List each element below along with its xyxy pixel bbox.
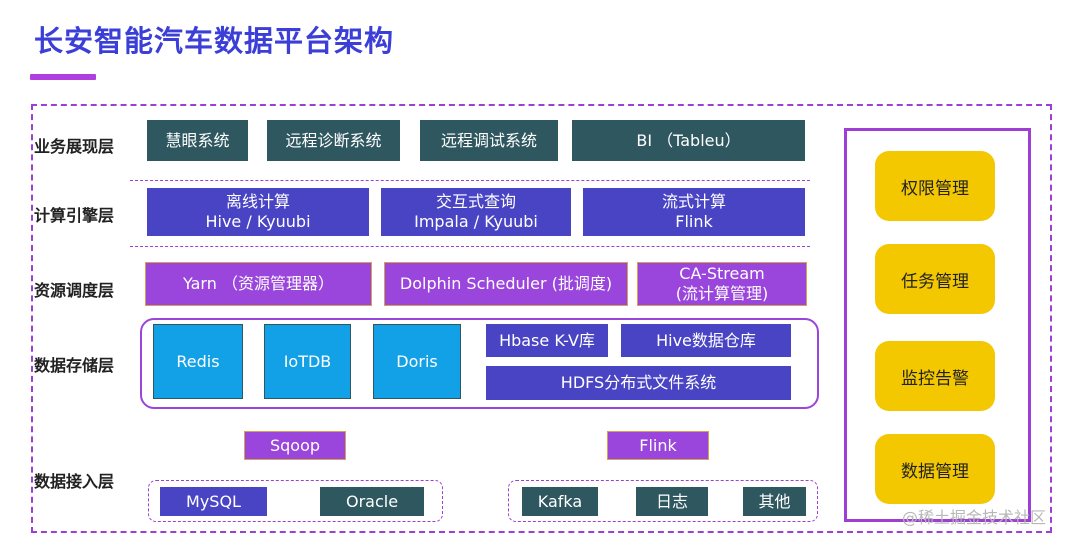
box-label: Yarn （资源管理器） bbox=[183, 274, 334, 293]
box-label-line1: CA-Stream bbox=[679, 264, 765, 283]
mgmt-label: 任务管理 bbox=[901, 271, 969, 292]
box-label: 其他 bbox=[758, 491, 791, 511]
storage-frame bbox=[140, 318, 819, 409]
storage-box-hive-warehouse: Hive数据仓库 bbox=[621, 324, 791, 357]
box-label: Hive数据仓库 bbox=[656, 330, 756, 350]
management-frame bbox=[844, 128, 1031, 522]
resource-box-yarn: Yarn （资源管理器） bbox=[145, 262, 372, 306]
box-label: Flink bbox=[639, 435, 677, 455]
mgmt-label: 权限管理 bbox=[901, 178, 969, 199]
resource-box-ca-stream: CA-Stream (流计算管理) bbox=[637, 262, 807, 306]
compute-box-streaming: 流式计算 Flink bbox=[583, 188, 805, 236]
storage-box-hbase: Hbase K-V库 bbox=[486, 324, 608, 357]
relational-sources-frame bbox=[148, 480, 443, 522]
title-underline bbox=[30, 74, 96, 80]
box-label: 日志 bbox=[655, 491, 688, 511]
box-label: BI （Tableu） bbox=[636, 130, 741, 150]
business-box-bi: BI （Tableu） bbox=[572, 120, 805, 161]
box-label: Doris bbox=[396, 351, 438, 371]
business-box-huiyan: 慧眼系统 bbox=[147, 120, 248, 161]
business-box-remote-diagnosis: 远程诊断系统 bbox=[267, 120, 400, 161]
source-box-log: 日志 bbox=[636, 487, 708, 516]
page-title: 长安智能汽车数据平台架构 bbox=[34, 24, 395, 58]
box-label: IoTDB bbox=[283, 351, 332, 371]
layer-label-ingest: 数据接入层 bbox=[34, 472, 115, 491]
layer-label-business: 业务展现层 bbox=[34, 137, 115, 156]
box-label-line1: 交互式查询 bbox=[435, 192, 516, 211]
source-box-other: 其他 bbox=[743, 487, 806, 516]
box-label: MySQL bbox=[186, 491, 241, 511]
box-label-line2: Impala / Kyuubi bbox=[414, 212, 538, 231]
box-label-line1: 离线计算 bbox=[225, 192, 290, 211]
mgmt-data: 数据管理 bbox=[875, 434, 995, 504]
business-box-remote-debug: 远程调试系统 bbox=[420, 120, 558, 161]
box-label: 慧眼系统 bbox=[165, 130, 230, 150]
layer-separator bbox=[130, 246, 810, 247]
box-label-line2: (流计算管理) bbox=[675, 284, 769, 303]
mgmt-task: 任务管理 bbox=[875, 244, 995, 314]
box-label: Kafka bbox=[537, 491, 583, 511]
box-label: HDFS分布式文件系统 bbox=[560, 373, 717, 392]
box-label: Dolphin Scheduler (批调度) bbox=[399, 274, 613, 293]
layer-label-resource: 资源调度层 bbox=[34, 281, 115, 300]
mgmt-label: 数据管理 bbox=[901, 461, 969, 482]
box-label-line2: Hive / Kyuubi bbox=[205, 212, 311, 231]
storage-box-doris: Doris bbox=[373, 324, 461, 399]
watermark: @稀土掘金技术社区 bbox=[902, 508, 1047, 527]
stream-sources-frame bbox=[508, 480, 818, 522]
platform-frame bbox=[31, 104, 1052, 533]
box-label: Redis bbox=[176, 351, 220, 371]
ingest-box-flink: Flink bbox=[607, 431, 709, 460]
layer-separator bbox=[130, 180, 810, 181]
box-label-line1: 流式计算 bbox=[661, 192, 726, 211]
box-label-line2: Flink bbox=[675, 212, 713, 231]
storage-box-iotdb: IoTDB bbox=[264, 324, 351, 399]
layer-label-compute: 计算引擎层 bbox=[34, 206, 115, 225]
mgmt-monitoring: 监控告警 bbox=[875, 341, 995, 411]
source-box-mysql: MySQL bbox=[160, 487, 267, 516]
source-box-oracle: Oracle bbox=[320, 487, 424, 516]
mgmt-label: 监控告警 bbox=[901, 368, 969, 389]
ingest-box-sqoop: Sqoop bbox=[244, 431, 346, 460]
compute-box-offline: 离线计算 Hive / Kyuubi bbox=[147, 188, 369, 236]
layer-label-storage: 数据存储层 bbox=[34, 356, 115, 375]
box-label: Sqoop bbox=[269, 435, 321, 455]
storage-box-redis: Redis bbox=[153, 324, 243, 399]
box-label: 远程调试系统 bbox=[440, 130, 537, 150]
compute-box-interactive: 交互式查询 Impala / Kyuubi bbox=[381, 188, 571, 236]
box-label: 远程诊断系统 bbox=[285, 130, 382, 150]
mgmt-permission: 权限管理 bbox=[875, 151, 995, 221]
resource-box-dolphin: Dolphin Scheduler (批调度) bbox=[384, 262, 628, 306]
source-box-kafka: Kafka bbox=[522, 487, 598, 516]
box-label: Oracle bbox=[345, 491, 399, 511]
box-label: Hbase K-V库 bbox=[499, 330, 595, 350]
storage-box-hdfs: HDFS分布式文件系统 bbox=[486, 366, 791, 400]
